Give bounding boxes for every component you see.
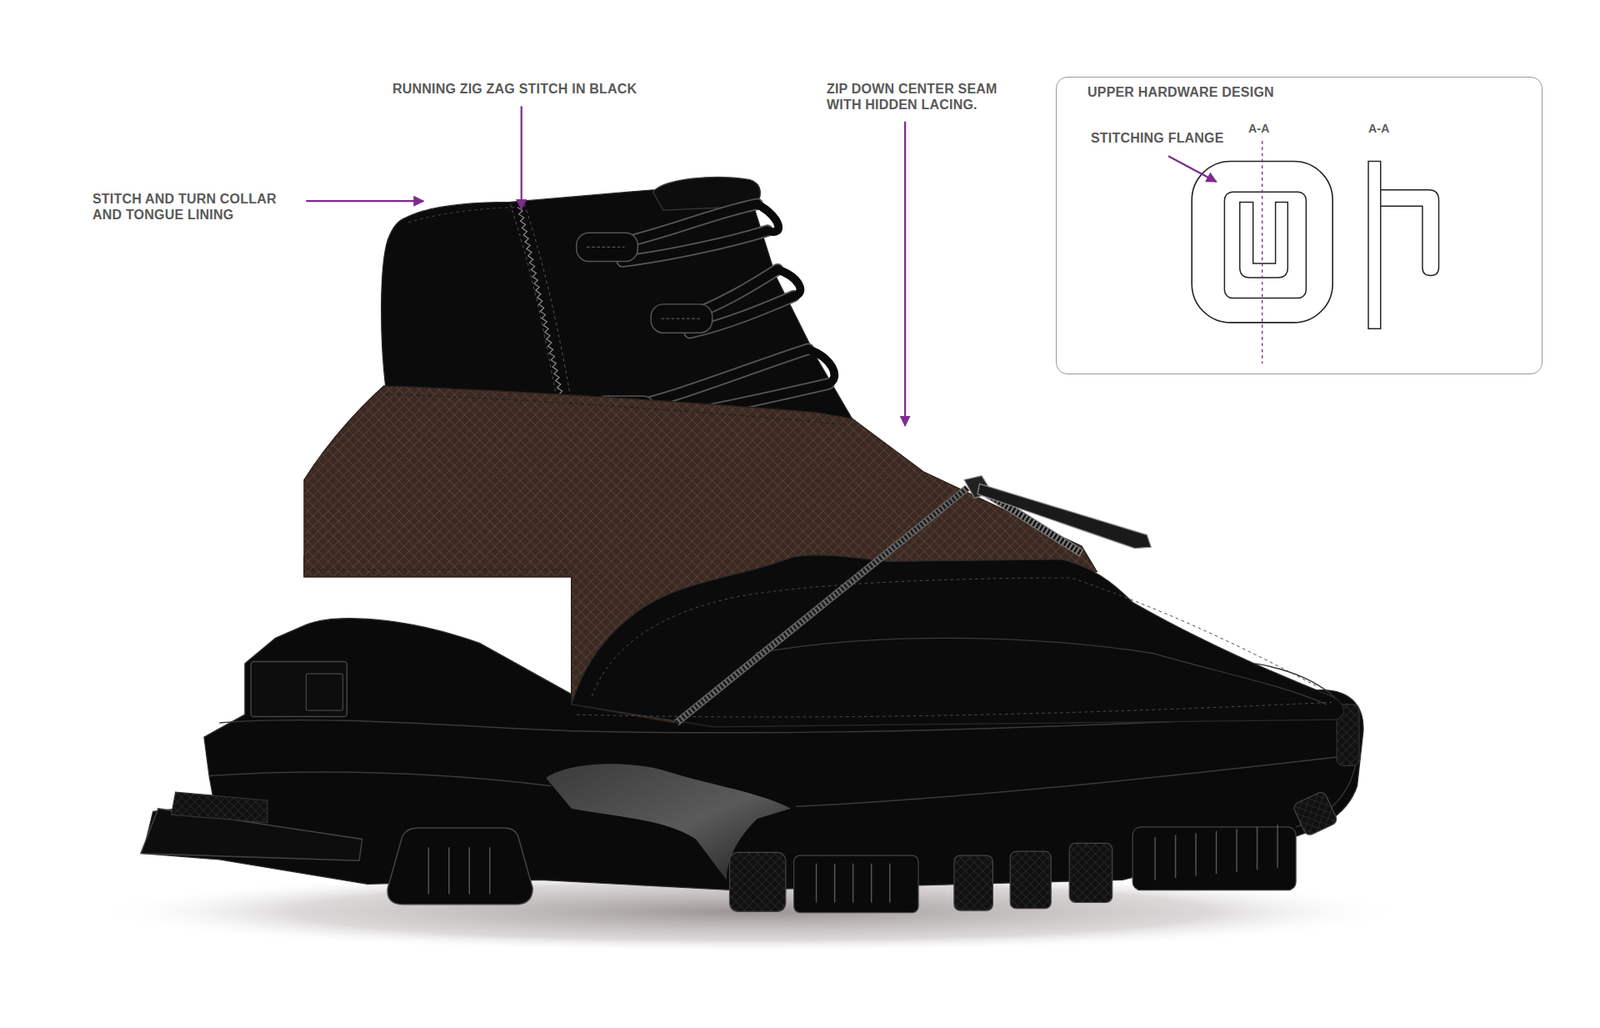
callout-note: STITCH AND TURN COLLAR AND TONGUE LINING xyxy=(92,190,291,223)
toe-lug xyxy=(1132,826,1296,890)
collar-stitch xyxy=(408,207,516,223)
callout-note: STITCHING FLANGE xyxy=(1090,130,1225,146)
toe-lug xyxy=(1069,842,1112,902)
heel-tab-inner xyxy=(305,673,343,710)
zip-tape xyxy=(676,487,968,723)
band-stitch xyxy=(305,569,574,570)
hardware-side-plate xyxy=(1368,160,1381,329)
leader-arrow xyxy=(904,121,906,426)
callout-note: ZIP DOWN CENTER SEAM WITH HIDDEN LACING. xyxy=(826,80,1017,113)
hardware-side-hook xyxy=(1380,190,1440,276)
toe-lug xyxy=(730,851,786,911)
hardware-hook xyxy=(1240,201,1289,278)
toe-lug xyxy=(794,855,919,913)
eyelet-stitch xyxy=(586,246,625,248)
laces xyxy=(576,204,835,425)
vamp xyxy=(571,555,1345,727)
band-stitch xyxy=(385,394,845,425)
section-mark: A-A xyxy=(1248,120,1270,137)
lug-grooves xyxy=(816,863,890,903)
stitch-line xyxy=(510,204,560,414)
panel-heading: UPPER HARDWARE DESIGN xyxy=(1087,84,1511,100)
heel-lug xyxy=(387,827,533,905)
vamp-seam xyxy=(755,637,1327,705)
lug-grooves xyxy=(1155,824,1278,880)
toe-lug xyxy=(1292,790,1339,836)
lace xyxy=(622,230,768,262)
section-mark: A-A xyxy=(1368,120,1390,137)
midsole-line xyxy=(795,755,1352,806)
leader-arrow xyxy=(305,200,424,202)
heel-mesh xyxy=(171,791,268,823)
eyelet-stitch xyxy=(660,317,700,319)
section-line xyxy=(1261,140,1263,364)
vamp-stitch xyxy=(591,577,1316,696)
midsole-line xyxy=(209,771,551,786)
eyelet xyxy=(650,304,712,333)
lace xyxy=(622,230,768,262)
leader-arrow xyxy=(520,105,523,210)
eyelet xyxy=(576,232,638,261)
zip-teeth xyxy=(676,487,968,723)
toe-lug xyxy=(954,855,994,910)
stitch-line xyxy=(524,204,574,414)
leader-arrow xyxy=(1168,155,1217,182)
lug-grooves xyxy=(428,846,490,894)
hardware-body xyxy=(1224,191,1306,298)
zip-pull xyxy=(977,483,1151,548)
toe-lug xyxy=(1010,850,1051,909)
heel-tab xyxy=(250,660,347,716)
callout-note: RUNNING ZIG ZAG STITCH IN BLACK xyxy=(392,80,637,97)
hardware-panel: UPPER HARDWARE DESIGN xyxy=(1055,76,1543,375)
lace-turn xyxy=(757,204,835,384)
